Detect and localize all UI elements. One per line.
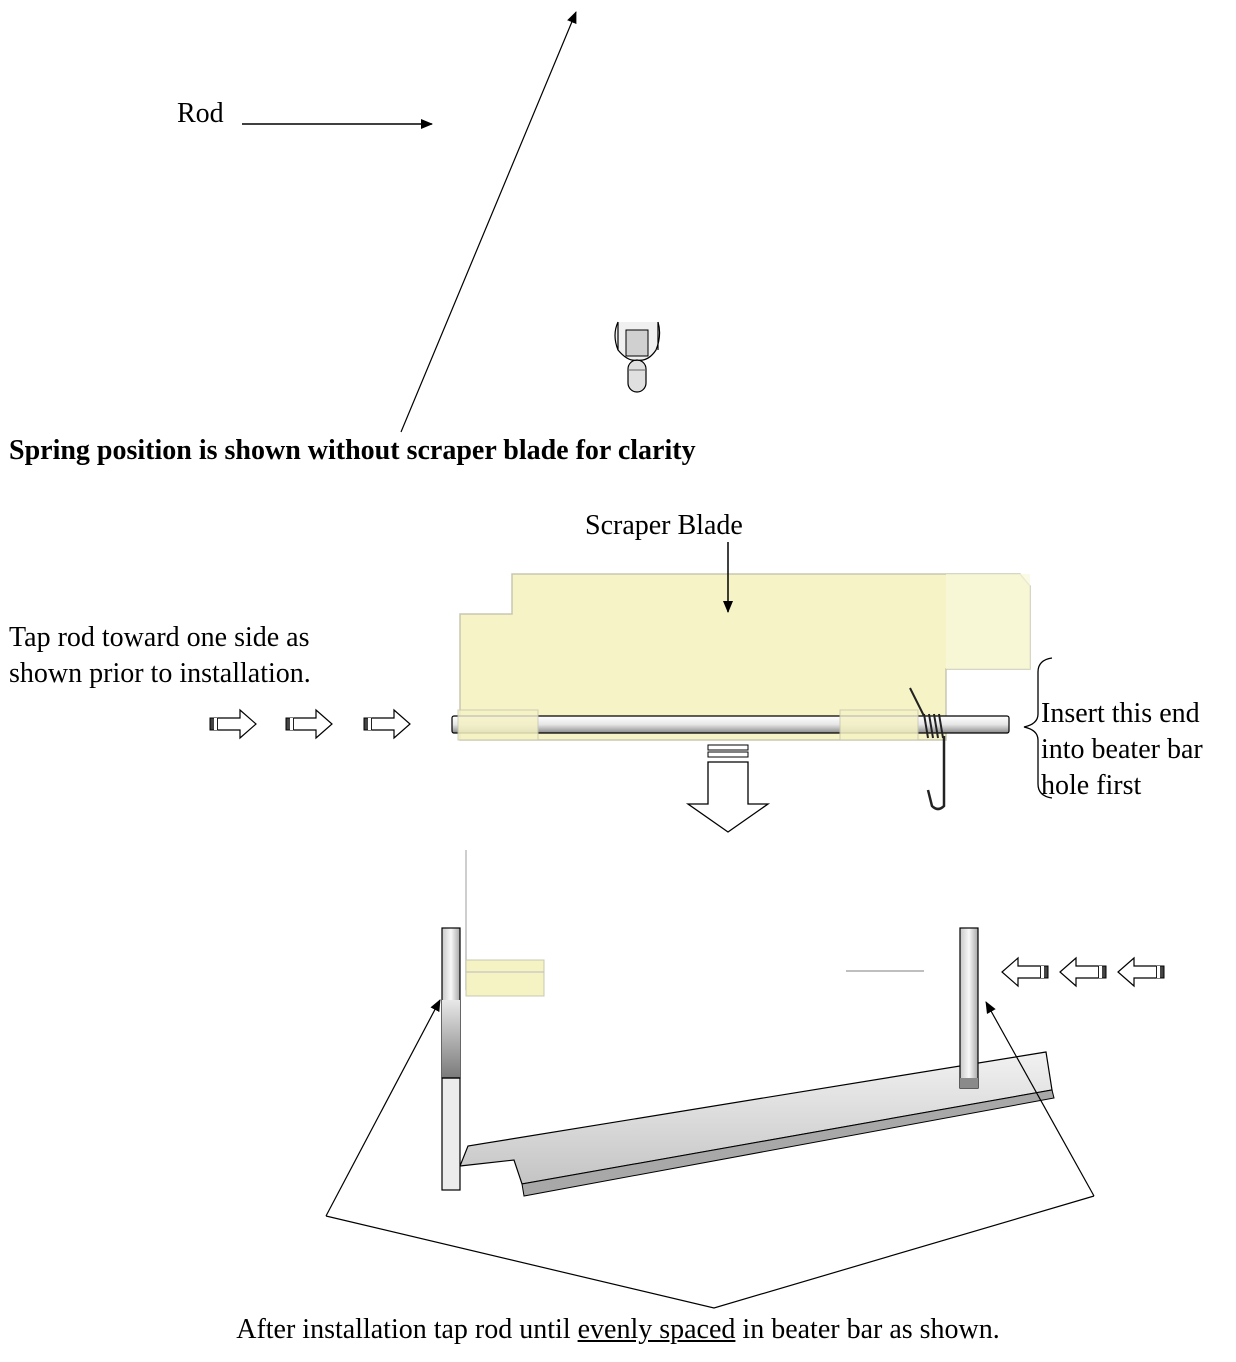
insert-note-brace (1023, 657, 1053, 799)
after-installation-note: After installation tap rod until evenly … (0, 1312, 1236, 1348)
tap-rod-note-line-1: Tap rod toward one side as (9, 622, 310, 653)
blade-tab-left (457, 709, 539, 741)
insert-end-note-line-1: Insert this end (1041, 698, 1200, 729)
spring-shape (909, 687, 946, 811)
tap-arrows-left (1001, 957, 1165, 987)
spring-leader-arrow (400, 11, 577, 433)
insert-end-note-line-2: into beater bar (1041, 734, 1203, 765)
blade-ghost-fragment (465, 959, 545, 997)
tap-arrows-right (209, 709, 411, 739)
insert-end-note-line-3: hole first (1041, 770, 1142, 801)
beater-bar-right-post (959, 927, 979, 1089)
right-post-leader-arrow (985, 1001, 1095, 1197)
blade-tab-right (839, 709, 919, 741)
scraper-blade-label: Scraper Blade (585, 510, 743, 541)
spring-clip-icon (614, 321, 661, 393)
evenly-spaced-text: evenly spaced (577, 1314, 736, 1345)
rod-label: Rod (177, 98, 224, 129)
tap-rod-note-line-2: shown prior to installation. (9, 658, 311, 689)
insert-direction-down-arrow (685, 744, 771, 833)
scraper-blade-shape (459, 573, 1031, 741)
after-installation-text-suffix: in beater bar as shown. (735, 1314, 1000, 1345)
spring-position-note: Spring position is shown without scraper… (9, 435, 696, 466)
left-post-leader-arrow (325, 999, 441, 1217)
after-installation-text-prefix: After installation tap rod until (236, 1314, 578, 1345)
caption-converging-lines (325, 1195, 1095, 1309)
